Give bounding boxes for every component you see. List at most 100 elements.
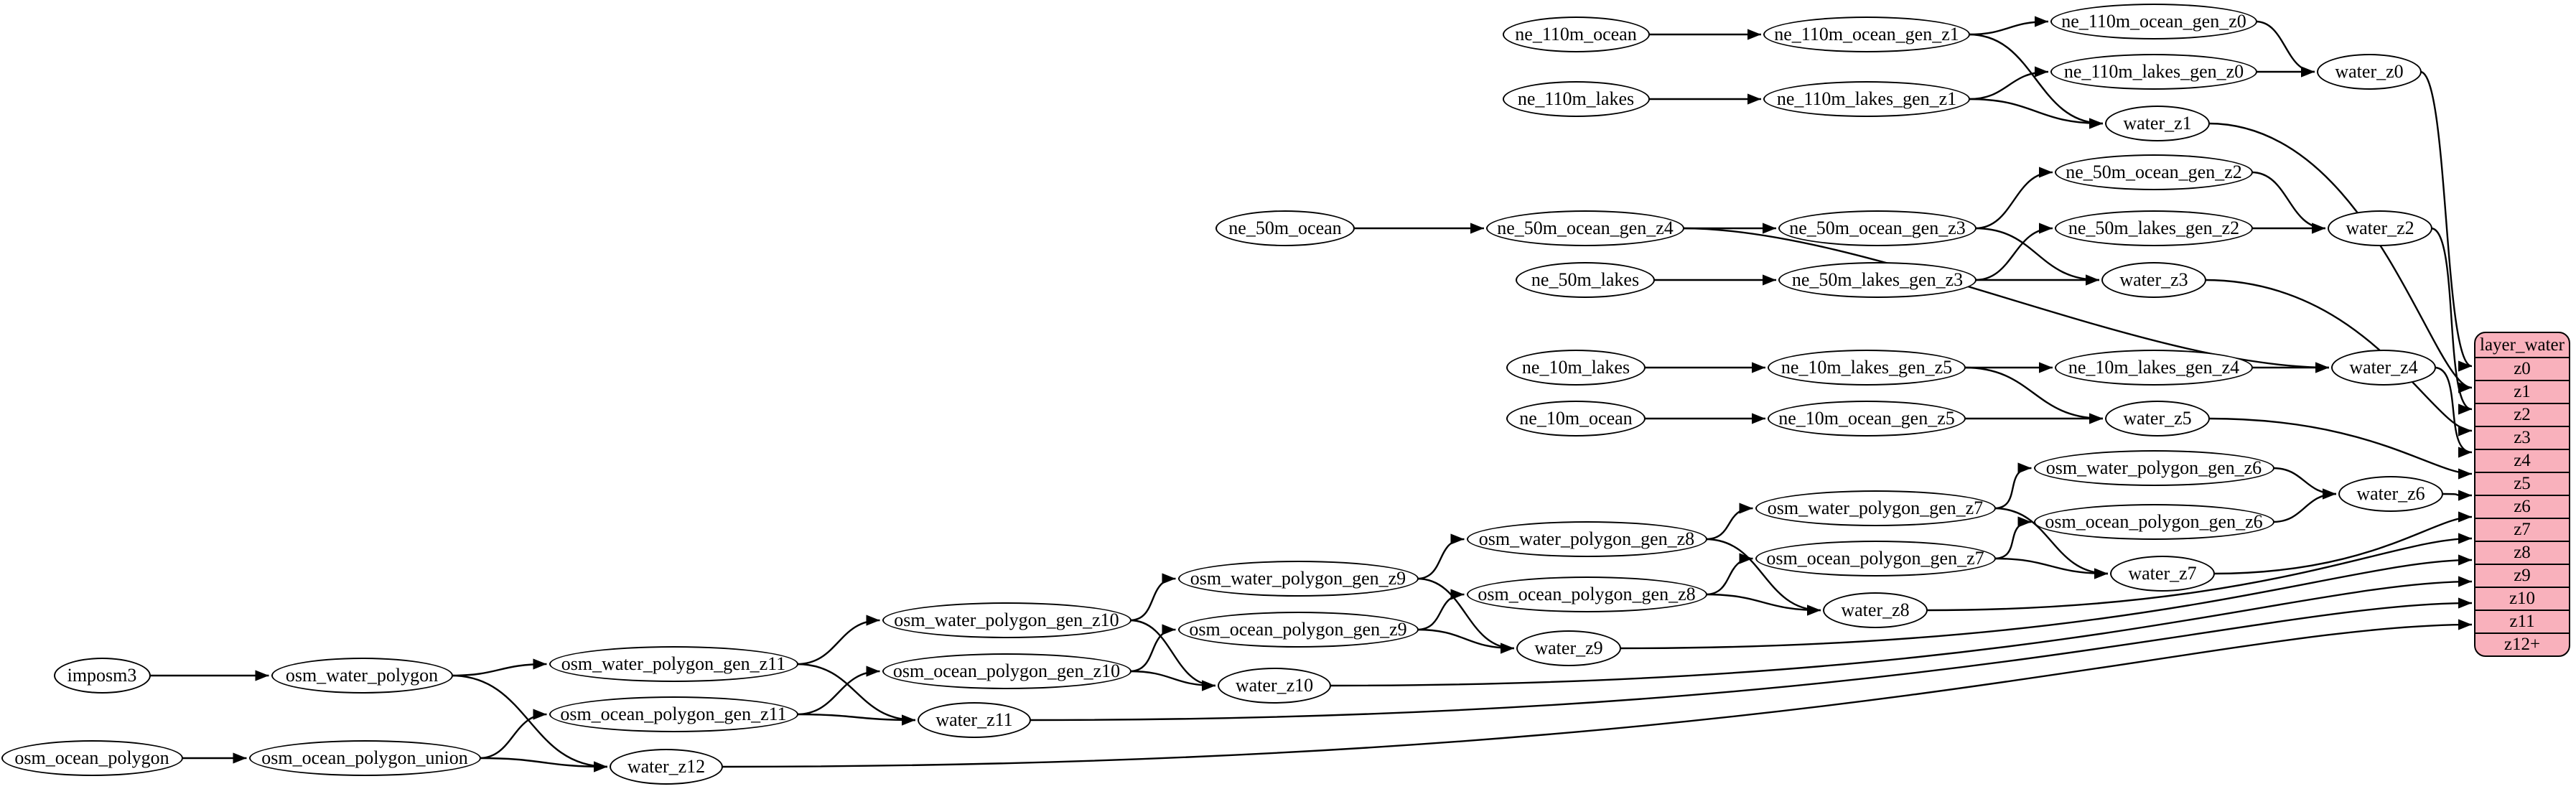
node-ne-10m-ocean-gen-z5: ne_10m_ocean_gen_z5 [1768, 401, 1966, 436]
edge-osm-water-polygon-gen-z9-to-osm-water-polygon-gen-z8 [1417, 533, 1465, 580]
node-water-z4: water_z4 [2331, 350, 2436, 386]
node-ne-110m-ocean-gen-z0: ne_110m_ocean_gen_z0 [2050, 4, 2257, 39]
edge-water-z2-to-row-z2 [2430, 227, 2473, 415]
edge-osm-ocean-polygon-gen-z6-to-water-z6 [2272, 488, 2337, 523]
node-osm-ocean-polygon-gen-z10: osm_ocean_polygon_gen_z10 [882, 653, 1131, 689]
table-row-z1: z1 [2475, 380, 2569, 403]
edge-osm-water-polygon-gen-z10-to-water-z10 [1129, 619, 1216, 691]
edge-osm-water-polygon-gen-z7-to-osm-water-polygon-gen-z6 [1994, 462, 2032, 510]
node-osm-water-polygon-gen-z8: osm_water_polygon_gen_z8 [1466, 521, 1707, 557]
edge-water-z6-to-row-z6 [2441, 490, 2473, 501]
node-water-z5: water_z5 [2105, 401, 2210, 436]
node-osm-water-polygon-gen-z11: osm_water_polygon_gen_z11 [549, 646, 798, 682]
edge-osm-ocean-polygon-union-to-water-z12 [479, 757, 608, 772]
edge-ne-50m-lakes-gen-z3-to-ne-50m-lakes-gen-z2 [1974, 223, 2053, 281]
node-osm-ocean-polygon-gen-z11: osm_ocean_polygon_gen_z11 [549, 696, 798, 732]
table-row-z7: z7 [2475, 518, 2569, 541]
node-water-z7: water_z7 [2110, 556, 2215, 592]
edge-osm-ocean-polygon-gen-z8-to-osm-ocean-polygon-gen-z7 [1705, 553, 1753, 596]
edge-ne-10m-lakes-gen-z5-to-water-z5 [1964, 366, 2104, 424]
node-ne-110m-lakes: ne_110m_lakes [1502, 81, 1650, 117]
node-osm-water-polygon-gen-z7: osm_water_polygon_gen_z7 [1755, 490, 1996, 526]
node-osm-water-polygon-gen-z9: osm_water_polygon_gen_z9 [1177, 561, 1419, 597]
edge-osm-water-polygon-gen-z8-to-water-z8 [1705, 538, 1821, 616]
edge-ne-110m-lakes-gen-z1-to-water-z1 [1968, 98, 2104, 129]
table-row-z5: z5 [2475, 472, 2569, 495]
table-title: layer_water [2480, 335, 2565, 355]
node-ne-110m-ocean: ne_110m_ocean [1502, 17, 1650, 52]
edge-water-z7-to-row-z7 [2213, 511, 2473, 575]
node-water-z2: water_z2 [2328, 210, 2432, 246]
edge-water-z10-to-row-z10 [1329, 576, 2473, 687]
node-water-z9: water_z9 [1516, 630, 1621, 666]
node-osm-ocean-polygon-gen-z8: osm_ocean_polygon_gen_z8 [1466, 576, 1707, 612]
table-row-z4: z4 [2475, 449, 2569, 472]
node-ne-110m-ocean-gen-z1: ne_110m_ocean_gen_z1 [1763, 17, 1970, 52]
edge-osm-ocean-polygon-union-to-osm-ocean-polygon-gen-z11 [479, 709, 547, 760]
edge-osm-ocean-polygon-gen-z10-to-osm-ocean-polygon-gen-z9 [1129, 624, 1176, 673]
table-row-z3: z3 [2475, 426, 2569, 449]
node-ne-50m-lakes: ne_50m_lakes [1516, 262, 1655, 298]
edge-water-z12-to-row-z12plus [721, 619, 2473, 768]
node-osm-water-polygon-gen-z10: osm_water_polygon_gen_z10 [882, 602, 1131, 638]
node-osm-ocean-polygon: osm_ocean_polygon [1, 740, 183, 776]
node-osm-ocean-polygon-gen-z6: osm_ocean_polygon_gen_z6 [2033, 504, 2274, 540]
edge-osm-ocean-polygon-gen-z11-to-water-z11 [796, 713, 916, 726]
edge-ne-50m-ocean-gen-z3-to-ne-50m-ocean-gen-z2 [1974, 167, 2053, 230]
node-ne-10m-lakes-gen-z4: ne_10m_lakes_gen_z4 [2055, 350, 2253, 386]
node-ne-50m-lakes-gen-z3: ne_50m_lakes_gen_z3 [1778, 262, 1977, 298]
node-water-z11: water_z11 [918, 702, 1031, 738]
edge-osm-water-polygon-gen-z8-to-osm-water-polygon-gen-z7 [1705, 503, 1753, 541]
node-water-z3: water_z3 [2101, 262, 2206, 298]
table-row-z8: z8 [2475, 541, 2569, 564]
node-ne-50m-ocean: ne_50m_ocean [1215, 210, 1355, 246]
edge-osm-water-polygon-to-osm-water-polygon-gen-z11 [451, 658, 547, 677]
edge-osm-ocean-polygon-gen-z11-to-osm-ocean-polygon-gen-z10 [796, 666, 880, 716]
table-row-z6: z6 [2475, 495, 2569, 518]
node-water-z1: water_z1 [2105, 106, 2210, 141]
edge-osm-water-polygon-gen-z10-to-osm-water-polygon-gen-z9 [1129, 573, 1176, 622]
edge-water-z9-to-row-z9 [1619, 554, 2473, 650]
edge-osm-water-polygon-gen-z11-to-osm-water-polygon-gen-z10 [796, 615, 880, 666]
edge-water-z11-to-row-z11 [1029, 597, 2473, 722]
edge-osm-ocean-polygon-gen-z9-to-osm-ocean-polygon-gen-z8 [1417, 589, 1465, 631]
node-water-z6: water_z6 [2338, 476, 2443, 512]
edge-osm-ocean-polygon-gen-z7-to-water-z7 [1994, 557, 2109, 579]
table-row-z10: z10 [2475, 587, 2569, 610]
node-water-z0: water_z0 [2317, 54, 2422, 90]
edge-osm-water-polygon-gen-z11-to-water-z11 [796, 663, 916, 726]
node-ne-50m-ocean-gen-z4: ne_50m_ocean_gen_z4 [1486, 210, 1684, 246]
edge-osm-water-polygon-gen-z7-to-water-z7 [1994, 507, 2109, 579]
node-ne-10m-lakes-gen-z5: ne_10m_lakes_gen_z5 [1768, 350, 1966, 386]
node-water-z8: water_z8 [1823, 592, 1928, 628]
node-ne-10m-ocean: ne_10m_ocean [1506, 401, 1646, 436]
node-osm-water-polygon-gen-z6: osm_water_polygon_gen_z6 [2033, 450, 2274, 486]
table-row-z9: z9 [2475, 564, 2569, 587]
node-imposm3: imposm3 [53, 658, 151, 694]
node-ne-50m-ocean-gen-z3: ne_50m_ocean_gen_z3 [1778, 210, 1977, 246]
node-ne-50m-ocean-gen-z2: ne_50m_ocean_gen_z2 [2055, 154, 2253, 190]
node-ne-10m-lakes: ne_10m_lakes [1506, 350, 1646, 386]
edge-water-z0-to-row-z0 [2419, 70, 2473, 372]
edge-osm-water-polygon-gen-z9-to-water-z9 [1417, 577, 1515, 654]
table-row-z2: z2 [2475, 403, 2569, 426]
node-water-z10: water_z10 [1218, 668, 1331, 704]
edge-ne-110m-ocean-gen-z1-to-ne-110m-ocean-gen-z0 [1968, 16, 2049, 36]
node-water-z12: water_z12 [610, 749, 723, 785]
table-row-z12plus: z12+ [2475, 632, 2569, 655]
edge-osm-ocean-polygon-gen-z9-to-water-z9 [1417, 628, 1515, 654]
edge-osm-ocean-polygon-gen-z10-to-water-z10 [1129, 670, 1216, 691]
edge-water-z5-to-row-z5 [2208, 417, 2473, 480]
node-osm-ocean-polygon-union: osm_ocean_polygon_union [248, 740, 481, 776]
edge-ne-50m-ocean-gen-z3-to-water-z3 [1974, 227, 2100, 286]
node-ne-110m-lakes-gen-z0: ne_110m_lakes_gen_z0 [2050, 54, 2257, 90]
edge-osm-water-polygon-to-water-z12 [451, 674, 608, 772]
table-row-z11: z11 [2475, 610, 2569, 632]
node-ne-50m-lakes-gen-z2: ne_50m_lakes_gen_z2 [2055, 210, 2253, 246]
node-osm-water-polygon: osm_water_polygon [271, 658, 453, 694]
edge-water-z4-to-row-z4 [2434, 366, 2473, 458]
table-row-z0: z0 [2475, 357, 2569, 380]
edge-ne-110m-ocean-gen-z1-to-water-z1 [1968, 33, 2104, 129]
